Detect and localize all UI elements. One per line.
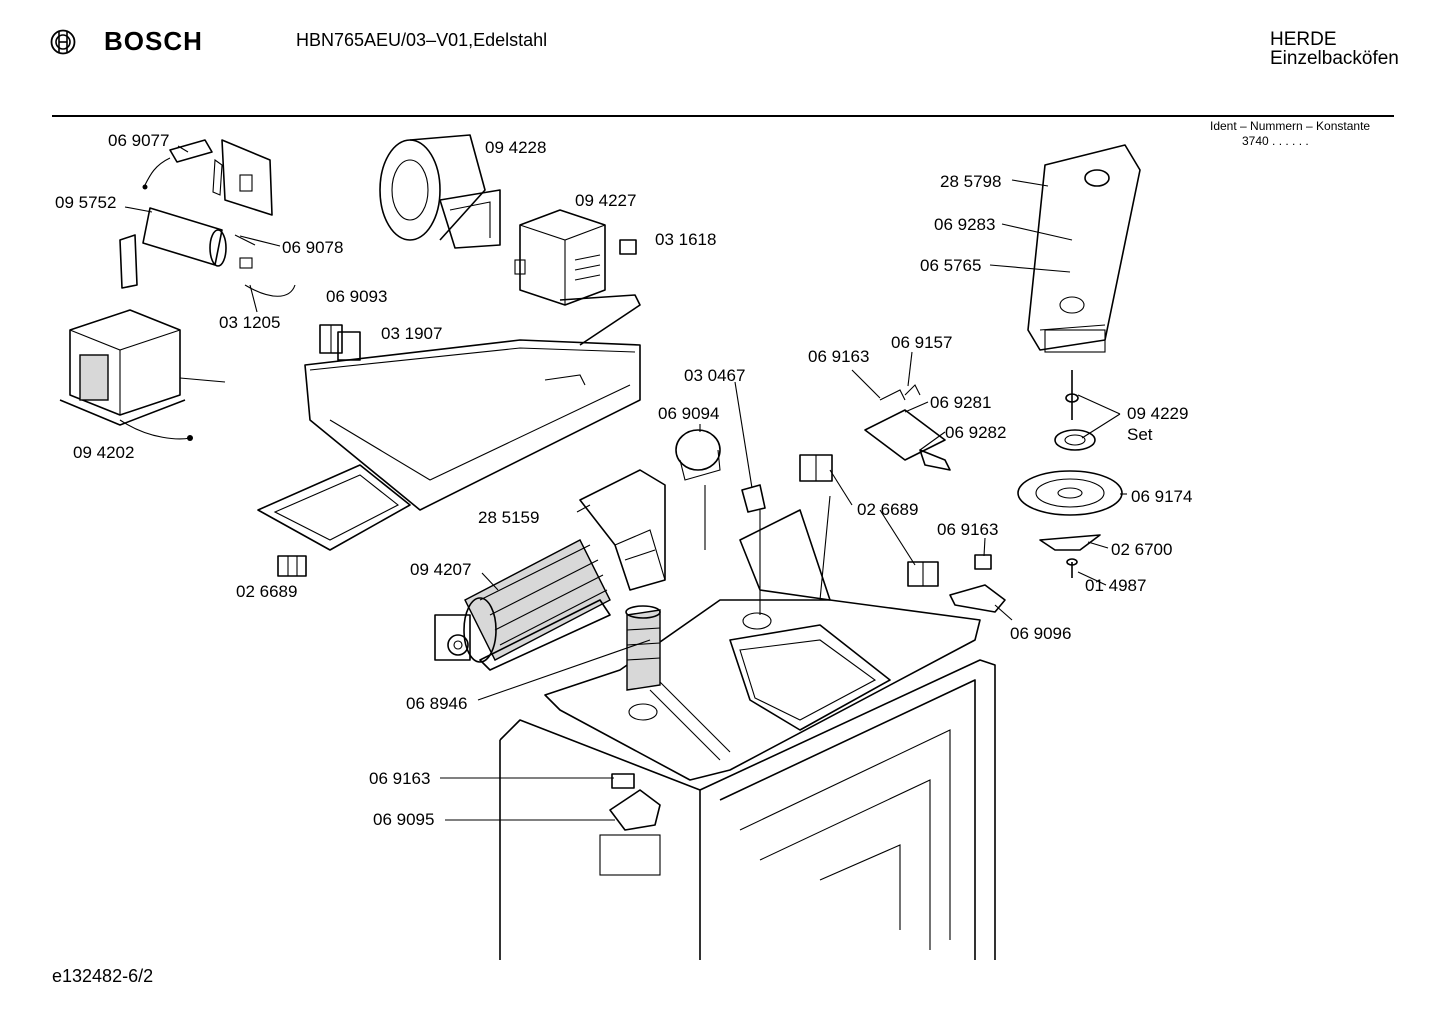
part-relay-block-2 <box>907 561 939 587</box>
ident-value: 3740 . . . . . . <box>1242 134 1309 148</box>
ident-title: Ident – Nummern – Konstante <box>1210 119 1371 133</box>
label-095752: 09 5752 <box>55 193 116 212</box>
brand-name: BOSCH <box>104 26 203 56</box>
label-069078: 06 9078 <box>282 238 343 257</box>
part-stirrer-housing <box>1027 144 1141 353</box>
part-stirrer-cover <box>1039 534 1101 551</box>
label-014987: 01 4987 <box>1085 576 1146 595</box>
category: HERDE Einzelbacköfen <box>1270 30 1399 68</box>
part-magnetron <box>514 209 606 306</box>
label-069095: 06 9095 <box>373 810 434 829</box>
part-small-switch-top <box>619 239 637 255</box>
label-031618: 03 1618 <box>655 230 716 249</box>
part-bracket-plate <box>212 139 273 216</box>
part-turntable-motor <box>625 605 661 691</box>
part-door-lock-switch <box>609 773 661 831</box>
label-094229: 09 4229 <box>1127 404 1188 423</box>
model-number: HBN765AEU/03–V01,Edelstahl <box>296 30 548 50</box>
label-069283: 06 9283 <box>934 215 995 234</box>
label-285159: 28 5159 <box>478 508 539 527</box>
label-069077: 06 9077 <box>108 131 169 150</box>
part-door-switch <box>949 554 1006 613</box>
label-094228: 09 4228 <box>485 138 546 157</box>
label-069163-center: 06 9163 <box>808 347 869 366</box>
leader-lines <box>124 145 1127 821</box>
label-031205: 03 1205 <box>219 313 280 332</box>
part-stirrer-blade <box>1017 470 1123 516</box>
label-094207: 09 4207 <box>410 560 471 579</box>
label-069174: 06 9174 <box>1131 487 1192 506</box>
label-026689-left: 02 6689 <box>236 582 297 601</box>
label-030467: 03 0467 <box>684 366 745 385</box>
part-connector-small <box>277 555 307 577</box>
label-094229-set: Set <box>1127 425 1153 444</box>
label-069096: 06 9096 <box>1010 624 1071 643</box>
label-069163-bottom: 06 9163 <box>369 769 430 788</box>
part-stirrer-bearing <box>1054 429 1096 451</box>
part-capacitor-small <box>142 139 213 190</box>
part-capacitor-large <box>119 207 296 297</box>
part-pcb-board <box>864 384 951 471</box>
label-094202: 09 4202 <box>73 443 134 462</box>
label-026700: 02 6700 <box>1111 540 1172 559</box>
brand-block: BOSCH <box>50 26 203 57</box>
bosch-armature-icon <box>50 29 76 54</box>
part-fan-motor <box>434 614 471 661</box>
part-microwave-tray <box>257 294 641 551</box>
part-screw <box>1066 558 1078 578</box>
header-divider <box>52 115 1394 117</box>
part-thermostat <box>675 429 721 481</box>
part-relay-block <box>799 454 833 482</box>
top-plate <box>544 509 981 781</box>
part-relay-pair <box>319 324 361 361</box>
part-duct <box>579 469 666 591</box>
category-line-1: HERDE <box>1270 29 1337 50</box>
oven-cavity <box>499 659 996 960</box>
ident-block: Ident – Nummern – Konstante 3740 . . . .… <box>1210 119 1370 149</box>
label-069093: 06 9093 <box>326 287 387 306</box>
label-069094: 06 9094 <box>658 404 719 423</box>
label-068946: 06 8946 <box>406 694 467 713</box>
label-031907: 03 1907 <box>381 324 442 343</box>
label-069163-right: 06 9163 <box>937 520 998 539</box>
label-285798: 28 5798 <box>940 172 1001 191</box>
part-labels: 06 9077 09 5752 06 9078 03 1205 09 4202 … <box>55 131 1192 829</box>
label-069157: 06 9157 <box>891 333 952 352</box>
part-blower-fan <box>379 134 501 249</box>
part-stirrer-shaft <box>1065 370 1079 420</box>
label-069282: 06 9282 <box>945 423 1006 442</box>
part-tangential-fan <box>463 539 611 671</box>
document-id: e132482-6/2 <box>52 966 154 986</box>
part-sensor-clip <box>741 484 766 513</box>
category-line-2: Einzelbacköfen <box>1270 48 1399 69</box>
label-069281: 06 9281 <box>930 393 991 412</box>
label-094227: 09 4227 <box>575 191 636 210</box>
label-026689-center: 02 6689 <box>857 500 918 519</box>
label-065765: 06 5765 <box>920 256 981 275</box>
part-transformer <box>59 309 226 441</box>
